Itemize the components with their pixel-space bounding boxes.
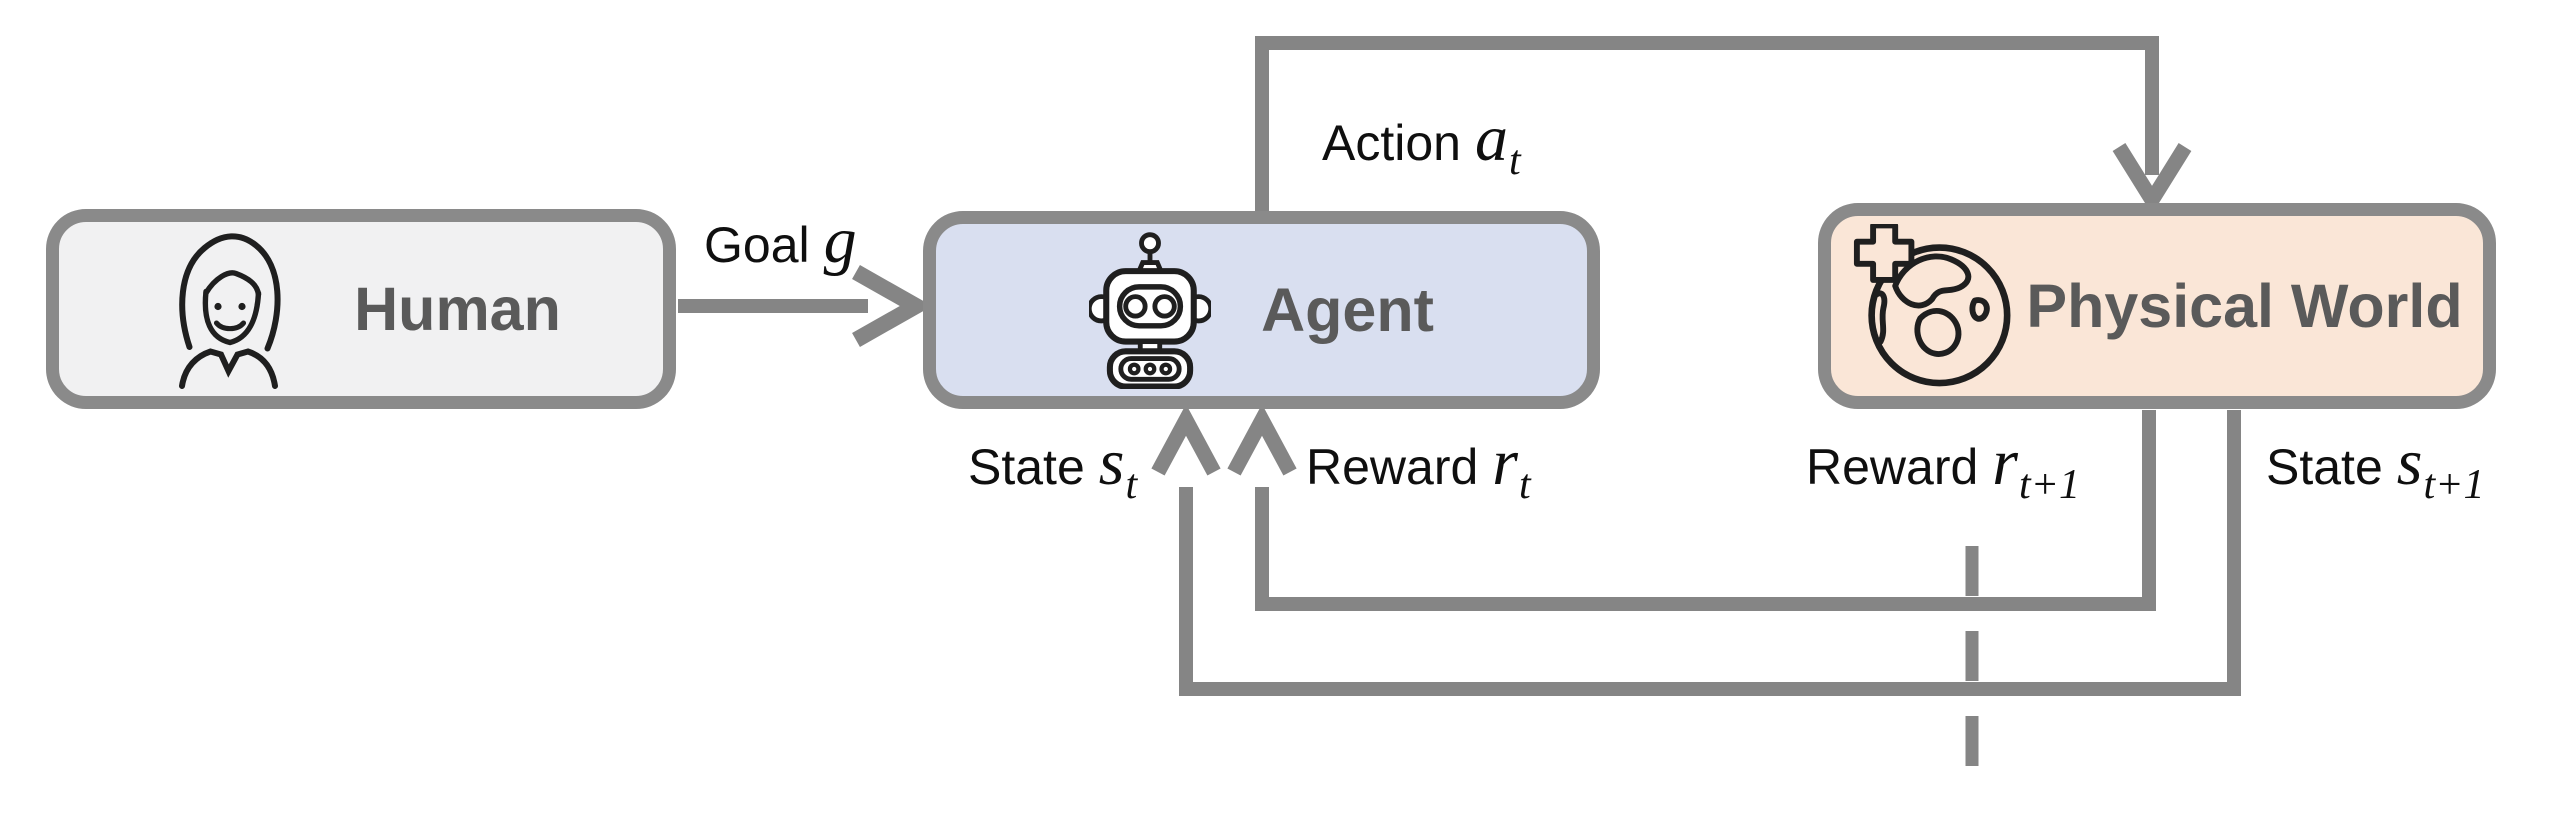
- agent-node-title: Agent: [1261, 276, 1434, 344]
- state-t1-label-word: State: [2266, 439, 2383, 495]
- action-arrow-line: [1255, 36, 2159, 211]
- reward-t-math-symbol: r: [1492, 426, 1518, 499]
- action-label-word: Action: [1322, 115, 1461, 171]
- woman-icon: [179, 232, 281, 389]
- robot-icon: [1089, 232, 1212, 389]
- reward-feedback-line: [1255, 410, 2156, 611]
- action-subscript: t: [1508, 138, 1521, 184]
- action-arrowhead-icon: [2112, 143, 2192, 215]
- human-node-title: Human: [354, 275, 561, 343]
- reward-t-label-word: Reward: [1306, 439, 1479, 495]
- state-t1-math-symbol: s: [2396, 426, 2423, 499]
- reward-t-subscript: t: [1518, 462, 1531, 508]
- reward-t1-math-symbol: r: [1992, 426, 2018, 499]
- physical-world-node-title: Physical World: [2026, 272, 2463, 340]
- state-feedback-line: [1179, 410, 2241, 696]
- goal-arrowhead-icon: [852, 265, 933, 347]
- reward-t1-label-word: Reward: [1806, 439, 1979, 495]
- action-math-symbol: a: [1474, 102, 1508, 175]
- reward-t1-subscript: t+1: [2018, 462, 2080, 508]
- goal-math-symbol: g: [823, 204, 857, 277]
- globe-icon: [1854, 223, 2011, 386]
- goal-label-word: Goal: [704, 217, 810, 273]
- state-t1-subscript: t+1: [2423, 462, 2485, 508]
- physical-world-node: Physical World: [1818, 203, 2496, 409]
- agent-node: Agent: [923, 211, 1600, 409]
- state-arrowhead-icon: [1151, 404, 1221, 476]
- human-node: Human: [46, 209, 676, 409]
- reward-arrowhead-icon: [1227, 404, 1297, 476]
- state-t-subscript: t: [1125, 462, 1138, 508]
- state-t-math-symbol: s: [1098, 426, 1125, 499]
- state-t-label-word: State: [968, 439, 1085, 495]
